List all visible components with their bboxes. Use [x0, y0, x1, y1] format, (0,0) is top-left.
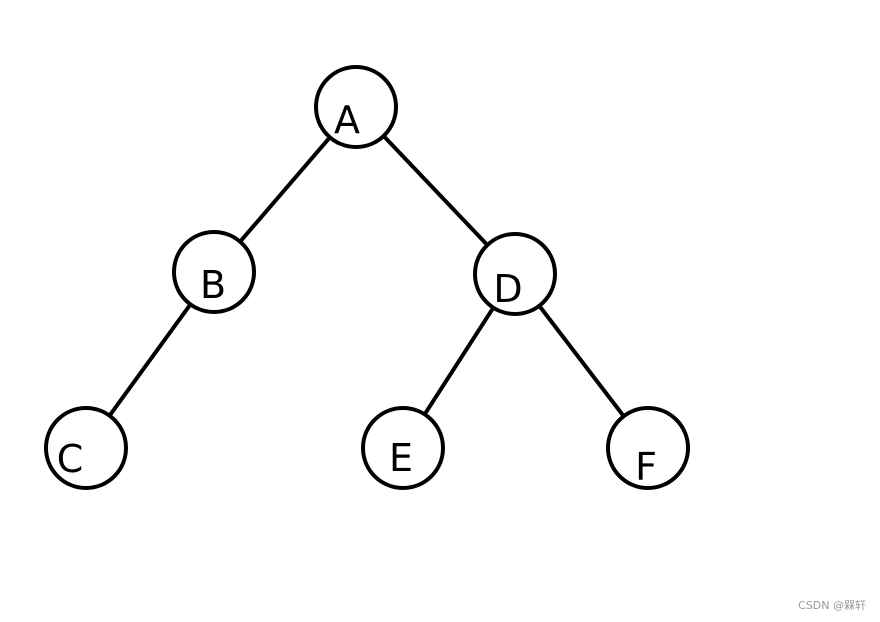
node-circle-b [172, 230, 256, 314]
node-label-e: E [389, 436, 413, 480]
tree-edges [108, 135, 625, 417]
tree-node-e: E [361, 406, 445, 490]
node-circle-c [44, 406, 128, 490]
node-label-a: A [334, 98, 360, 142]
tree-nodes: A B D C E F [44, 65, 690, 490]
tree-node-b: B [172, 230, 256, 314]
csdn-watermark: CSDN @槑轩 [798, 599, 866, 612]
node-label-d: D [493, 267, 522, 311]
node-circle-d [473, 232, 557, 316]
edge-d-f [538, 305, 625, 417]
node-circle-e [361, 406, 445, 490]
node-label-f: F [635, 445, 657, 489]
tree-node-a: A [314, 65, 398, 149]
node-label-c: C [57, 437, 84, 481]
tree-node-c: C [44, 406, 128, 490]
node-circle-f [606, 406, 690, 490]
edge-d-e [423, 307, 495, 415]
node-label-b: B [200, 263, 226, 307]
node-circle-a [314, 65, 398, 149]
edge-a-b [239, 136, 331, 243]
edge-a-d [382, 135, 489, 246]
edge-b-c [108, 303, 192, 417]
tree-node-d: D [473, 232, 557, 316]
tree-node-f: F [606, 406, 690, 490]
